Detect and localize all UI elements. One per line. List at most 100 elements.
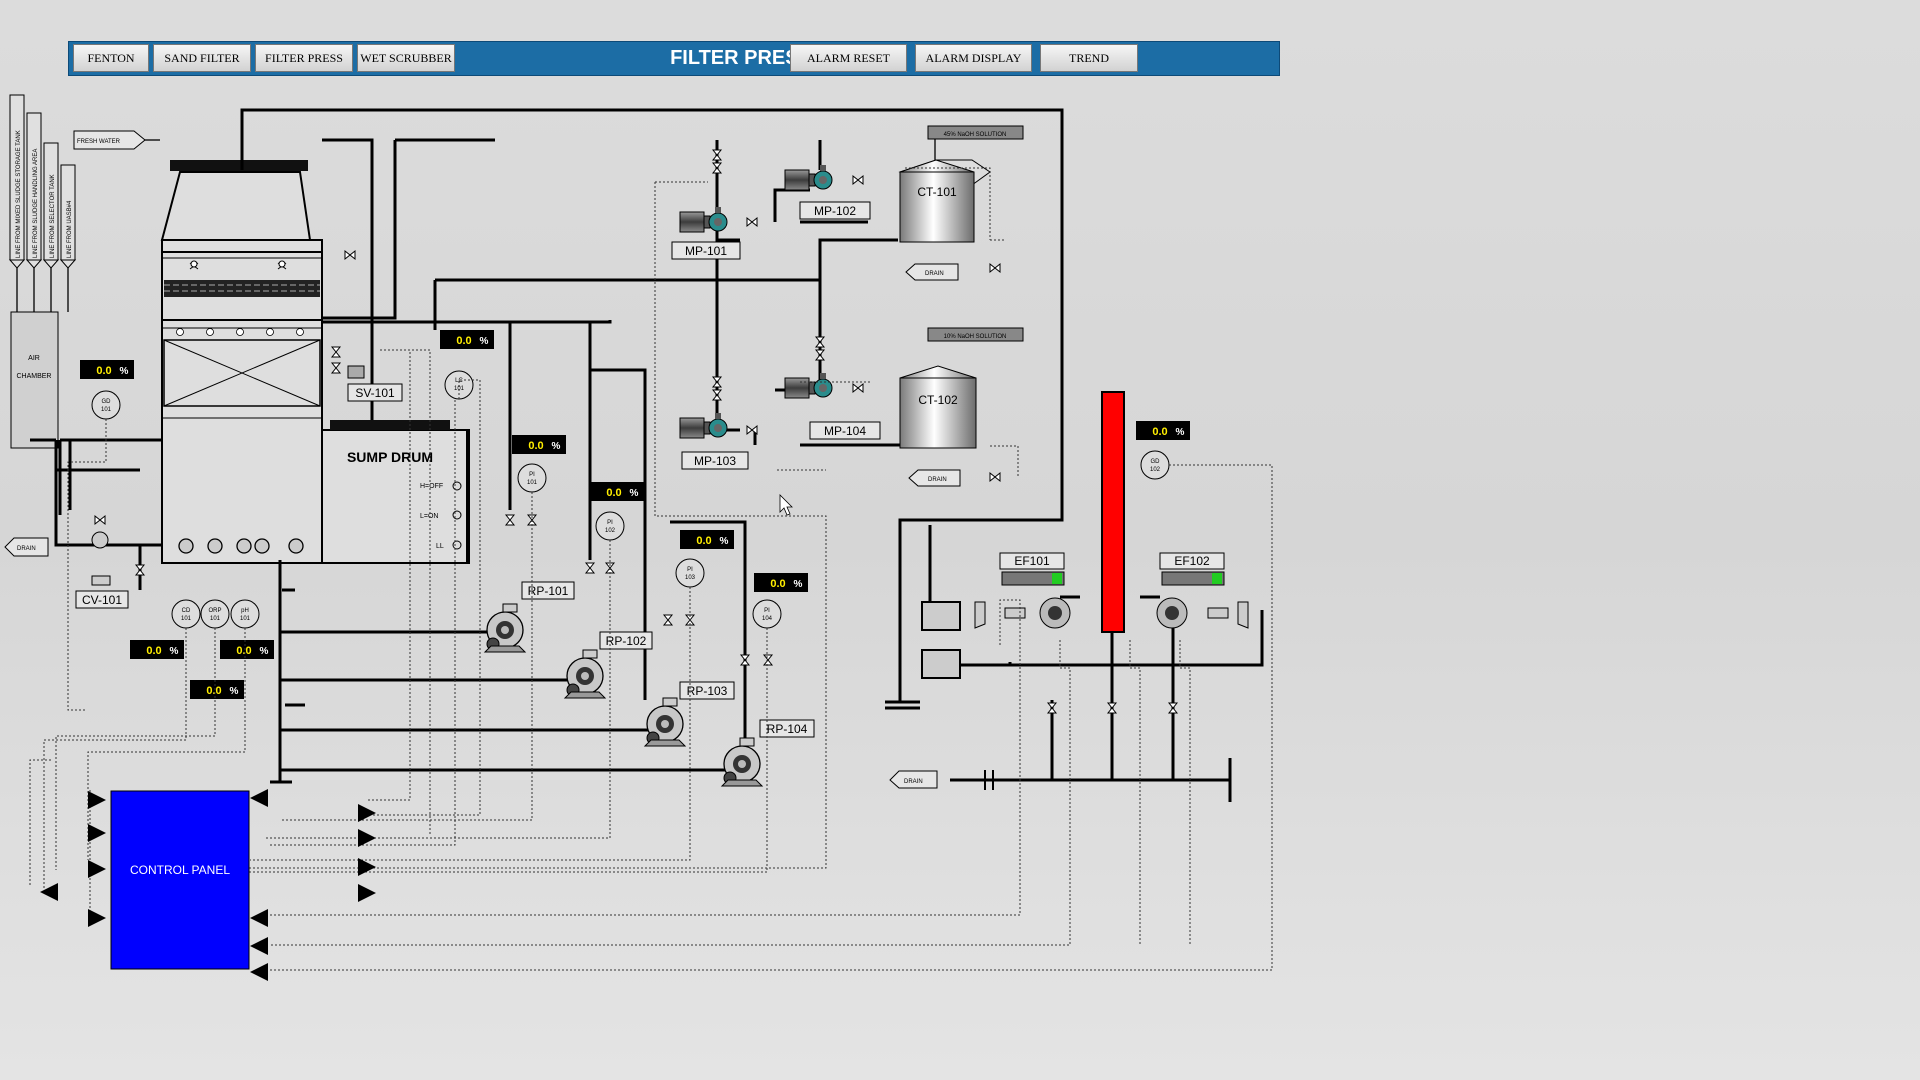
svg-text:RP-101: RP-101 (528, 584, 569, 598)
svg-text:pH: pH (241, 608, 249, 614)
svg-text:MP-102: MP-102 (814, 204, 856, 218)
alarm-display-button[interactable]: ALARM DISPLAY (915, 44, 1032, 72)
svg-text:CV-101: CV-101 (82, 593, 122, 607)
top-nav-bar: FENTON SAND FILTER FILTER PRESS WET SCRU… (68, 41, 1280, 76)
svg-text:101: 101 (527, 480, 538, 486)
svg-text:101: 101 (210, 616, 221, 622)
svg-text:%: % (260, 646, 269, 657)
svg-text:%: % (120, 366, 129, 377)
instrument-orp101[interactable]: ORP 101 (200, 599, 230, 629)
svg-text:RP-102: RP-102 (606, 634, 647, 648)
svg-text:%: % (170, 646, 179, 657)
svg-text:CD: CD (182, 608, 191, 614)
svg-text:102: 102 (605, 528, 616, 534)
alarm-reset-button[interactable]: ALARM RESET (790, 44, 907, 72)
nav-wet-scrubber-button[interactable]: WET SCRUBBER (357, 44, 455, 72)
instrument-gd102[interactable]: GD 102 (1140, 450, 1170, 480)
svg-text:%: % (630, 488, 639, 499)
svg-text:104: 104 (762, 616, 773, 622)
svg-text:DRAIN: DRAIN (928, 477, 947, 483)
dosing-pump-mp103[interactable]: MP-103 (679, 412, 749, 470)
inlet-line-labels: LINE FROM MIXED SLUDGE STORAGE TANK LINE… (8, 94, 77, 312)
svg-text:AIR: AIR (28, 355, 40, 362)
recirc-pump-rp101[interactable]: RP-101 (484, 581, 575, 653)
svg-text:0.0: 0.0 (1152, 426, 1167, 438)
svg-text:L=ON: L=ON (420, 513, 438, 520)
svg-text:101: 101 (101, 407, 112, 413)
dosing-pump-mp101[interactable]: MP-101 (671, 206, 741, 260)
tank-ct102[interactable]: 10% NaOH SOLUTION CT-102 (899, 327, 1024, 449)
nav-filter-press-button[interactable]: FILTER PRESS (255, 44, 353, 72)
exhaust-stack (1101, 391, 1125, 633)
svg-text:MP-104: MP-104 (824, 424, 866, 438)
control-valve-cv101[interactable]: CV-101 (75, 531, 129, 609)
readout-gd101: 0.0 % (80, 360, 134, 379)
instrument-pi101[interactable]: PI 101 (517, 463, 547, 493)
instrument-ph101[interactable]: pH 101 (230, 599, 260, 629)
dosing-pump-mp104[interactable]: MP-104 (784, 372, 881, 440)
svg-text:CT-101: CT-101 (917, 185, 957, 199)
inlet-line-uasb4: LINE FROM UASB#4 (59, 164, 77, 269)
svg-text:PI: PI (607, 520, 613, 526)
drain-tag-2: DRAIN (908, 469, 961, 487)
drain-tag-4: DRAIN (889, 770, 938, 789)
inlet-line-sludge-handling: LINE FROM SLUDGE HANDLING AREA (25, 112, 43, 269)
inlet-line-mixed-sludge: LINE FROM MIXED SLUDGE STORAGE TANK (8, 94, 26, 269)
instrument-pi102[interactable]: PI 102 (595, 511, 625, 541)
svg-text:DRAIN: DRAIN (17, 546, 36, 552)
instrument-pi104[interactable]: PI 104 (752, 599, 782, 629)
svg-text:%: % (480, 336, 489, 347)
svg-text:10% NaOH SOLUTION: 10% NaOH SOLUTION (944, 334, 1007, 340)
svg-text:LINE FROM SLUDGE HANDLING AREA: LINE FROM SLUDGE HANDLING AREA (33, 149, 39, 258)
trend-button[interactable]: TREND (1040, 44, 1138, 72)
svg-text:%: % (552, 441, 561, 452)
svg-text:RP-104: RP-104 (767, 722, 808, 736)
air-chamber: AIR CHAMBER (10, 311, 59, 449)
svg-text:MP-101: MP-101 (685, 244, 727, 258)
svg-text:103: 103 (685, 575, 696, 581)
readout-gd102: 0.0 % (1136, 421, 1190, 440)
svg-text:102: 102 (1150, 467, 1161, 473)
scrubber-tower (160, 160, 323, 564)
svg-text:MP-103: MP-103 (694, 454, 736, 468)
svg-text:LL: LL (436, 543, 444, 550)
readout-lc101: 0.0 % (440, 330, 494, 349)
nav-fenton-button[interactable]: FENTON (73, 44, 149, 72)
recirc-pump-rp103[interactable]: RP-103 (644, 681, 735, 747)
drain-tag-3: DRAIN (4, 537, 49, 557)
svg-text:EF102: EF102 (1174, 554, 1210, 568)
control-panel[interactable]: CONTROL PANEL (110, 790, 250, 970)
readout-pi104: 0.0 % (754, 573, 808, 592)
solenoid-valve-sv101[interactable]: SV-101 (347, 365, 403, 402)
svg-text:SV-101: SV-101 (355, 386, 395, 400)
svg-text:PI: PI (687, 567, 693, 573)
recirc-pump-rp102[interactable]: RP-102 (564, 631, 653, 699)
exhaust-fan-ef101[interactable]: EF101 (921, 552, 1071, 679)
dosing-pump-mp102[interactable]: MP-102 (784, 164, 871, 220)
readout-pi101: 0.0 % (512, 435, 566, 454)
svg-text:%: % (794, 579, 803, 590)
tank-ct101[interactable]: 45% NaOH SOLUTION CT-101 (898, 125, 1024, 243)
fresh-water-tag: FRESH WATER (73, 130, 146, 150)
instrument-gd101[interactable]: GD 101 (91, 390, 121, 420)
svg-text:GD: GD (1151, 459, 1161, 465)
svg-text:DRAIN: DRAIN (904, 779, 923, 785)
svg-text:LINE FROM SELECTOR TANK: LINE FROM SELECTOR TANK (50, 174, 56, 258)
recirc-pump-rp104[interactable]: RP-104 (721, 719, 815, 787)
svg-text:PI: PI (764, 608, 770, 614)
instrument-pi103[interactable]: PI 103 (675, 558, 705, 588)
instrument-cd101[interactable]: CD 101 (171, 599, 201, 629)
svg-text:45% NaOH SOLUTION: 45% NaOH SOLUTION (944, 132, 1007, 138)
nav-sand-filter-button[interactable]: SAND FILTER (153, 44, 251, 72)
readout-pi102: 0.0 % (590, 482, 644, 501)
drain-tag-1: DRAIN (905, 263, 959, 281)
svg-text:101: 101 (240, 616, 251, 622)
sump-drum: SUMP DRUM H=OFF L=ON LL (321, 420, 470, 564)
inlet-line-selector-tank: LINE FROM SELECTOR TANK (42, 142, 60, 269)
svg-text:0.0: 0.0 (456, 335, 471, 347)
mouse-cursor-icon (779, 494, 793, 516)
svg-text:0.0: 0.0 (770, 578, 785, 590)
readout-orp101: 0.0 % (220, 640, 274, 659)
svg-text:0.0: 0.0 (96, 365, 111, 377)
exhaust-fan-ef102[interactable]: EF102 (1156, 552, 1249, 629)
